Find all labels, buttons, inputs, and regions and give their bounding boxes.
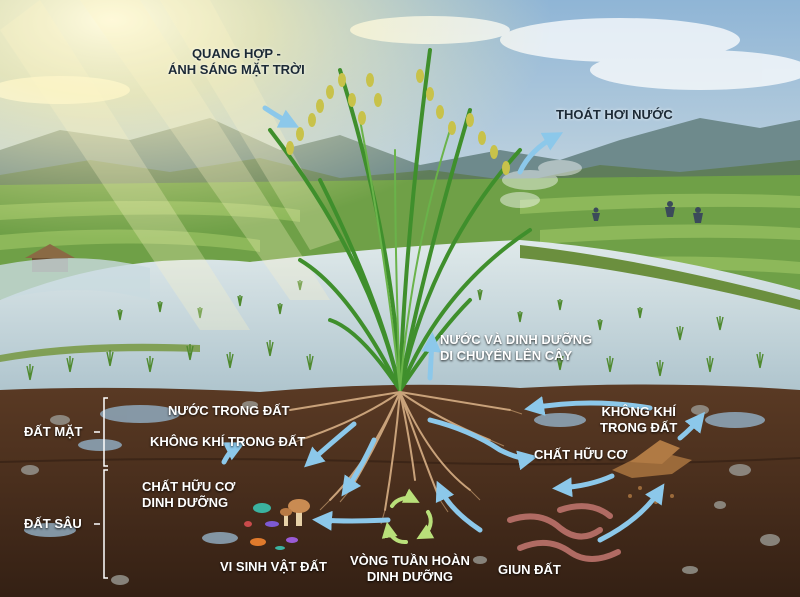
microbes-label: VI SINH VẬT ĐẤT <box>220 559 327 574</box>
microbes <box>244 503 298 550</box>
nutrient-cycle-line-1: VÒNG TUẦN HOÀN <box>350 553 470 568</box>
water-nutrient-up-label: NƯỚC VÀ DINH DƯỠNG DI CHUYỂN LÊN CÂY <box>440 332 592 364</box>
root-arrow-right <box>427 417 538 471</box>
flow-arrows <box>221 105 705 543</box>
soil-water-label: NƯỚC TRONG ĐẤT <box>168 403 290 418</box>
sunlight-arrow <box>262 105 300 128</box>
earthworms <box>507 503 621 562</box>
root-arrow-down <box>341 437 377 497</box>
photosynthesis-label: QUANG HỢP - ÁNH SÁNG MẶT TRỜI <box>168 46 305 78</box>
sun-rays <box>0 0 340 330</box>
soil-air-right-label: KHÔNG KHÍ TRONG ĐẤT <box>600 404 677 436</box>
nutrient-cycle-line-2: DINH DƯỠNG <box>366 569 454 584</box>
air-in-arrow <box>524 396 653 416</box>
air-arrow <box>221 442 246 465</box>
worm-to-root-arrow <box>435 480 483 533</box>
rice-plant <box>268 48 532 392</box>
water-up-line-2: DI CHUYỂN LÊN CÂY <box>440 348 573 363</box>
soil-air-right-line-2: TRONG ĐẤT <box>600 420 678 435</box>
air-up-arrow <box>677 411 705 441</box>
upward-arrow <box>421 332 442 381</box>
sunlight <box>0 0 800 400</box>
organic-left-line-2: DINH DƯỠNG <box>142 495 229 510</box>
cycle-to-microbe-arrow <box>312 510 391 531</box>
topsoil-label: ĐẤT MẶT <box>24 424 83 439</box>
transpiration-label: THOÁT HƠI NƯỚC <box>556 107 673 122</box>
organic-left-line-1: CHẤT HỮU CƠ <box>142 479 236 494</box>
subsoil-label: ĐẤT SÂU <box>24 516 82 531</box>
soil-profile <box>0 384 800 597</box>
organic-arrow <box>552 473 615 498</box>
organic-left-label: CHẤT HỮU CƠ DINH DƯỠNG <box>142 479 235 511</box>
transpiration-arrow <box>517 132 564 175</box>
nutrient-cycle-icon <box>381 488 435 545</box>
photosynthesis-line-2: ÁNH SÁNG MẶT TRỜI <box>168 62 305 77</box>
root-arrow-left <box>304 421 357 468</box>
earthworm-label: GIUN ĐẤT <box>498 562 561 577</box>
layer-brackets <box>94 397 108 579</box>
organic-matter <box>612 440 692 504</box>
nutrient-cycle-label: VÒNG TUẦN HOÀN DINH DƯỠNG <box>350 553 470 585</box>
mushroom <box>280 499 310 526</box>
organic-right-label: CHẤT HỮU CƠ <box>534 447 628 462</box>
rice-panicles <box>286 69 510 175</box>
water-up-line-1: NƯỚC VÀ DINH DƯỠNG <box>440 332 593 347</box>
soil-air-left-label: KHÔNG KHÍ TRONG ĐẤT <box>150 434 306 449</box>
worm-arrow <box>597 483 665 543</box>
soil-water-pockets <box>24 405 765 544</box>
photosynthesis-line-1: QUANG HỢP - <box>191 46 281 61</box>
soil-air-right-line-1: KHÔNG KHÍ <box>601 404 676 419</box>
